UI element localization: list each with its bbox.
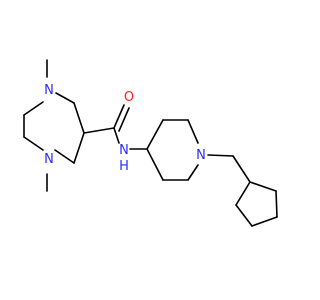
bond-pip-1 (146, 119, 164, 150)
bond-n-ch2 (207, 154, 234, 157)
bond-cp-3 (251, 216, 278, 227)
atom-labels: N N O N H N (44, 83, 206, 174)
bond-ring-6 (73, 102, 85, 134)
bond-ring-3 (23, 136, 44, 151)
bond-cp-5 (235, 181, 251, 206)
bond-ring-1 (23, 101, 44, 116)
atom-h-amide: H (119, 159, 129, 174)
atom-n-amide: N (119, 143, 129, 158)
bond-ring-7 (55, 92, 75, 104)
atom-n-piperidine: N (196, 148, 206, 163)
bond-carbonyl-amide (113, 127, 120, 144)
bond-ch2-cp (232, 155, 251, 183)
molecule-structure: N N O N H N (23, 59, 278, 227)
bond-pip-6 (146, 148, 164, 181)
bond-cp-2 (275, 190, 278, 218)
structure-canvas: N N O N H N (23, 59, 278, 227)
bond-carbonyl-a (113, 104, 125, 129)
bond-set (23, 59, 278, 227)
atom-o-carbonyl: O (124, 90, 134, 105)
bond-ring-4 (54, 149, 75, 164)
bond-cp-1 (249, 181, 277, 192)
bond-carbonyl-b (118, 107, 130, 132)
atom-n-ring-bottom: N (44, 152, 54, 167)
bond-cp-4 (235, 204, 253, 227)
bond-pip-3 (187, 119, 199, 144)
bond-pip-4 (187, 164, 199, 181)
atom-n-ring-top: N (44, 83, 54, 98)
bond-ring-carbonyl (83, 127, 115, 134)
bond-ring-5 (73, 132, 85, 164)
